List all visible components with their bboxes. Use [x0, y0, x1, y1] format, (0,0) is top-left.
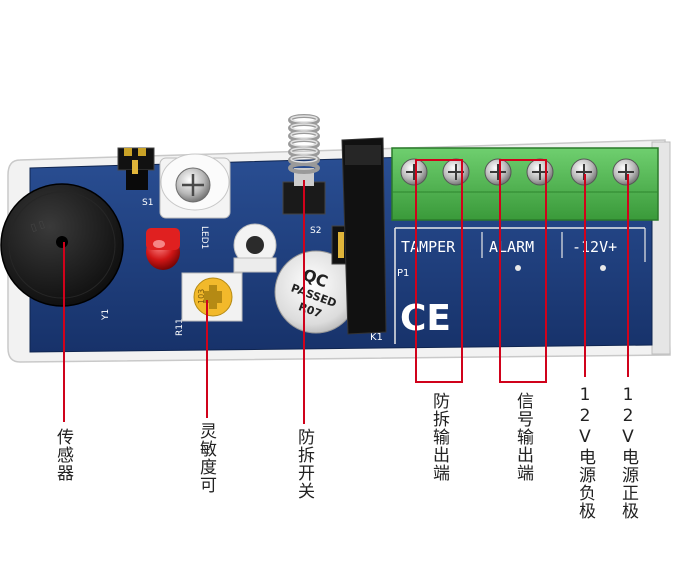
sensitivity-potentiometer: 103: [181, 272, 243, 322]
svg-text:▯ ▯: ▯ ▯: [29, 219, 46, 234]
label-tamper-output: 防拆输出端: [429, 392, 449, 482]
label-sensitivity: 灵敏度可: [196, 422, 216, 494]
relay-k1: [341, 137, 387, 335]
label-signal-output: 信号输出端: [513, 392, 533, 482]
tamper-output-box: [415, 159, 463, 383]
standoff-ring: [233, 223, 277, 273]
silk-s1: S1: [142, 198, 153, 208]
buzzer-sensor: ▯ ▯: [0, 183, 124, 307]
signal-output-box: [499, 159, 547, 383]
silk-r11: R11: [175, 318, 185, 336]
silk-power: -12V+: [572, 238, 617, 256]
pot-value: 103: [197, 289, 206, 304]
silk-s2: S2: [310, 226, 321, 236]
silk-k1: K1: [370, 332, 383, 343]
silk-alarm: ALARM: [489, 238, 534, 256]
jumper-s1: [117, 147, 155, 190]
silk-tamper: TAMPER: [401, 238, 456, 256]
led-indicator: [146, 228, 180, 270]
silk-ce: CE: [400, 298, 451, 339]
ce-mark: CE: [400, 298, 451, 339]
silk-led1: LED1: [199, 226, 209, 249]
qc-sticker: QC PASSED R07: [274, 250, 358, 334]
label-tamper-switch: 防拆开关: [294, 428, 314, 500]
silk-y1: Y1: [101, 309, 111, 321]
label-power-negative: 12V电源负极: [575, 385, 595, 520]
label-power-positive: 12V电源正极: [618, 385, 638, 520]
terminal-block: [391, 147, 659, 221]
adjuster-screw: [159, 153, 231, 219]
silk-p1: P1: [397, 268, 409, 279]
label-sensor: 传感器: [53, 428, 73, 482]
